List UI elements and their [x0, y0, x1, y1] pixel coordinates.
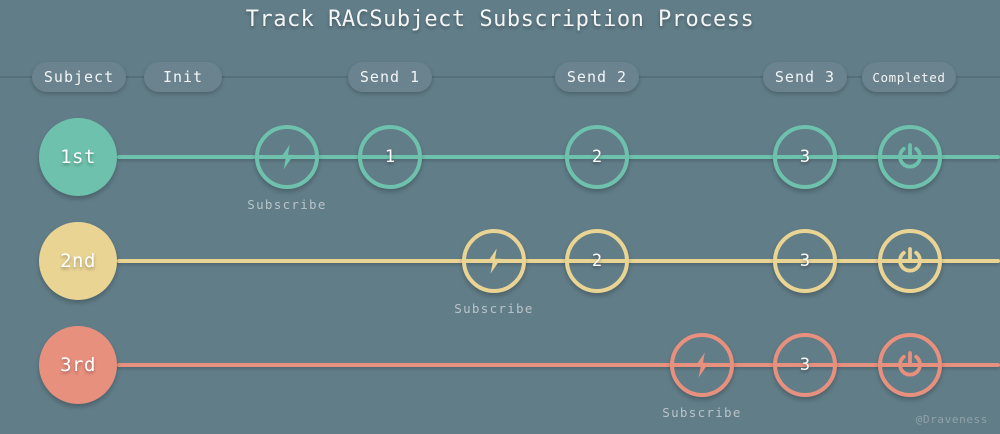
subscribe-label: Subscribe [454, 301, 534, 316]
timeline-column-send-3[interactable]: Send 3 [763, 62, 847, 92]
lightning-bolt-icon[interactable] [670, 333, 734, 397]
row-connector-line [117, 259, 1000, 263]
row-connector-line [117, 363, 1000, 367]
timeline-column-send-1[interactable]: Send 1 [348, 62, 432, 92]
event-node-value[interactable]: 3 [773, 125, 837, 189]
event-node-value[interactable]: 3 [773, 229, 837, 293]
subscribe-label: Subscribe [247, 197, 327, 212]
subscriber-node-1st[interactable]: 1st [39, 118, 117, 196]
row-connector-line [117, 155, 1000, 159]
subscriber-node-3rd[interactable]: 3rd [39, 326, 117, 404]
power-icon[interactable] [878, 229, 942, 293]
event-node-value[interactable]: 1 [358, 125, 422, 189]
timeline-column-completed[interactable]: Completed [862, 62, 956, 92]
subscribe-label: Subscribe [662, 405, 742, 420]
subscriber-node-2nd[interactable]: 2nd [39, 222, 117, 300]
page-title: Track RACSubject Subscription Process [245, 7, 755, 32]
lightning-bolt-icon[interactable] [462, 229, 526, 293]
power-icon[interactable] [878, 333, 942, 397]
timeline-column-init[interactable]: Init [144, 62, 222, 92]
lightning-bolt-icon[interactable] [255, 125, 319, 189]
watermark: @Draveness [915, 413, 988, 426]
timeline-column-send-2[interactable]: Send 2 [555, 62, 639, 92]
event-node-value[interactable]: 2 [565, 125, 629, 189]
timeline-column-subject[interactable]: Subject [32, 62, 126, 92]
timeline-rail [0, 76, 1000, 78]
event-node-value[interactable]: 3 [773, 333, 837, 397]
event-node-value[interactable]: 2 [565, 229, 629, 293]
power-icon[interactable] [878, 125, 942, 189]
